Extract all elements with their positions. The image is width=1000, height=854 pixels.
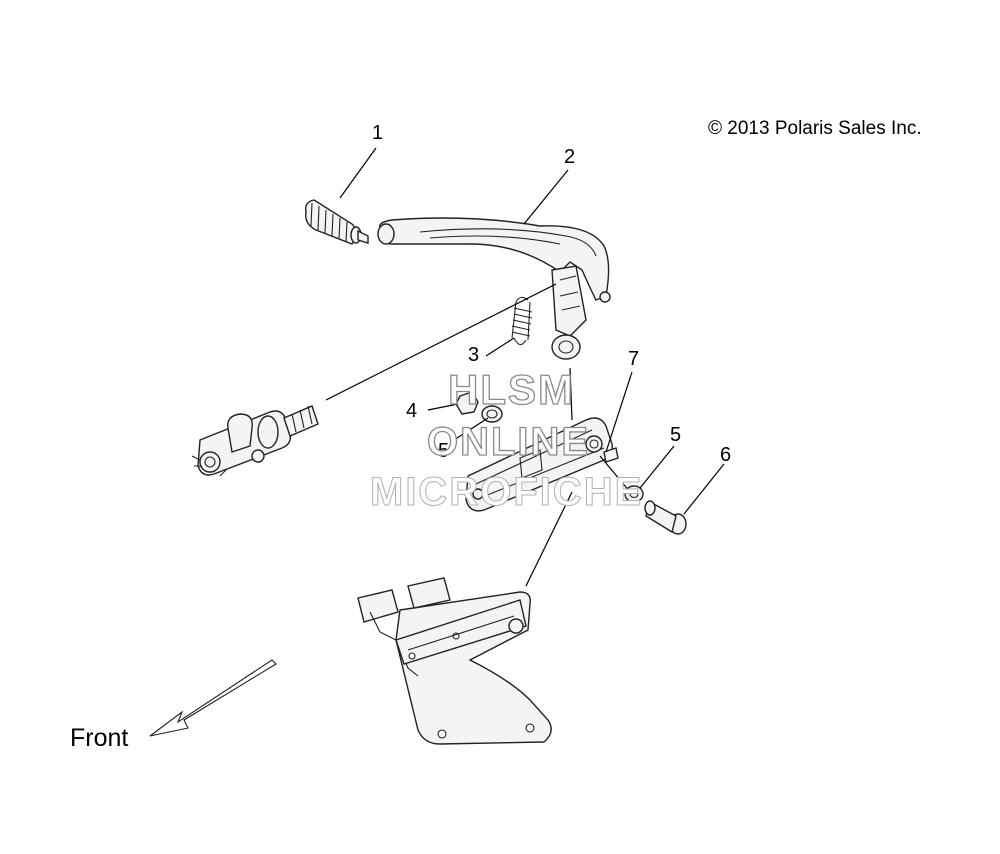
callout-2: 2 [564,146,576,168]
watermark-line1: HLSM [447,365,575,413]
watermark-line3: MICROFICHE [369,470,644,515]
leader-lines [325,147,725,587]
front-label: Front [70,724,129,752]
footrest-bracket [357,577,552,745]
master-cylinder [191,405,319,477]
callout-6: 6 [720,444,732,466]
part-3-spring [511,296,533,346]
front-arrow-icon [149,659,277,737]
part-2-brake-pedal [377,217,611,360]
callout-1: 1 [372,122,384,144]
part-7-bolt [603,447,619,463]
watermark-line2: ONLINE [426,419,591,464]
callout-5a: 5 [438,440,450,462]
callout-4: 4 [406,400,418,422]
callout-7: 7 [628,348,640,370]
part-1-foot-peg [304,199,369,245]
part-5-washer-b [624,485,644,503]
callout-5b: 5 [670,424,682,446]
copyright-text: © 2013 Polaris Sales Inc. [708,118,922,139]
part-6-pivot-bolt [644,500,687,535]
callout-3: 3 [468,344,480,366]
